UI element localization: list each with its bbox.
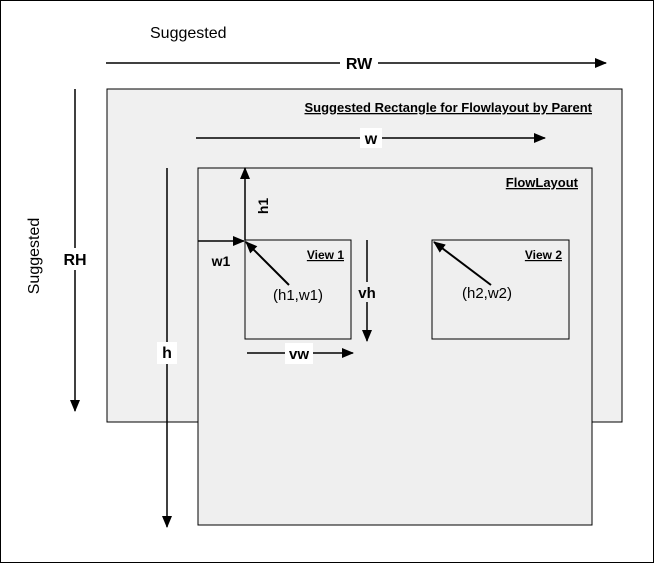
view1-rectangle xyxy=(244,239,352,340)
rw-label: RW xyxy=(346,56,373,73)
flowlayout-rectangle xyxy=(197,167,593,526)
h-label: h xyxy=(162,345,172,362)
w1-label: w1 xyxy=(211,253,231,269)
view1-title: View 1 xyxy=(307,248,344,262)
suggested-top-label: Suggested xyxy=(150,25,227,42)
rh-label: RH xyxy=(63,252,86,269)
view2-coordinate-label: (h2,w2) xyxy=(462,285,512,302)
view1-coordinate-label: (h1,w1) xyxy=(273,287,323,304)
h1-label: h1 xyxy=(255,198,271,215)
view2-origin-pointer xyxy=(433,241,492,286)
w-label: w xyxy=(364,131,378,148)
view1-origin-pointer xyxy=(245,241,290,286)
vw-label: vw xyxy=(289,346,309,363)
suggested-left-label: Suggested xyxy=(26,218,43,295)
flowlayout-title: FlowLayout xyxy=(506,175,579,190)
parent-rectangle-title: Suggested Rectangle for Flowlayout by Pa… xyxy=(305,100,593,115)
view2-title: View 2 xyxy=(525,248,562,262)
vh-label: vh xyxy=(358,285,376,302)
